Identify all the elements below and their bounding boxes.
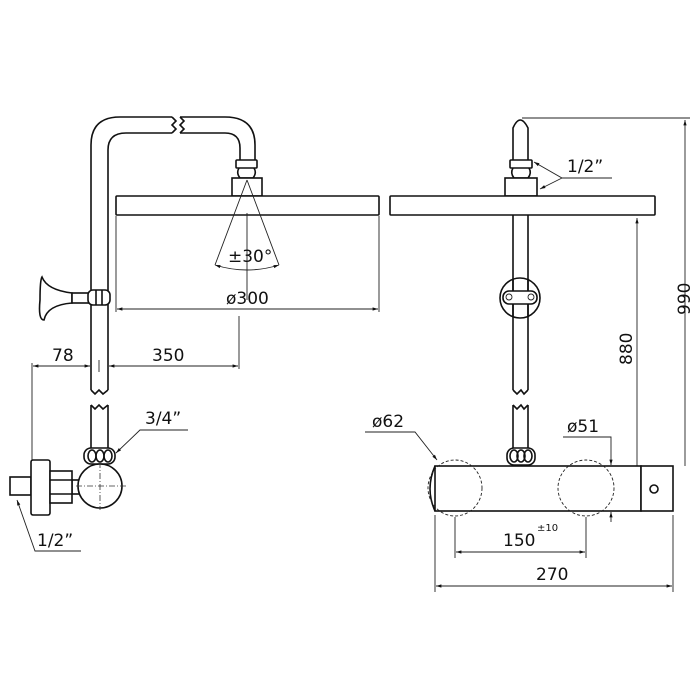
- head-diameter-dimension: ø300: [115, 216, 380, 312]
- inlet-connection-label: 1/2”: [37, 531, 73, 551]
- mixer-side-view: [9, 447, 126, 516]
- hand-shower-holder: [38, 275, 111, 321]
- knob-diameter-label: ø62: [372, 412, 404, 432]
- front-view: 1/2” 990 880 ø62 ø51: [365, 117, 695, 592]
- head-height-label: 880: [617, 333, 637, 365]
- head-connection-label: 1/2”: [567, 157, 603, 177]
- connection-callouts: 3/4” 1/2”: [16, 409, 188, 552]
- body-length-label: 270: [536, 565, 568, 585]
- head-diameter-label: ø300: [226, 289, 269, 309]
- mixer-front-view: [427, 447, 674, 517]
- shower-head-plate: [115, 195, 380, 216]
- reach-dimensions: 78 350: [31, 316, 240, 505]
- front-riser-pipe: [504, 119, 538, 450]
- height-dimensions: 990 880: [522, 117, 695, 466]
- inlet-tolerance-label: ±10: [537, 523, 558, 534]
- top-connection-label: 3/4”: [145, 409, 181, 429]
- head-connection-callout: 1/2”: [533, 157, 612, 190]
- wall-offset-label: 78: [52, 346, 74, 366]
- riser-pipe: [90, 116, 256, 450]
- arm-reach-label: 350: [152, 346, 184, 366]
- spray-angle-label: ±30°: [228, 247, 272, 267]
- left-side-view: ±30° ø300 78 350: [9, 116, 380, 552]
- body-diameter-label: ø51: [567, 417, 599, 437]
- width-dimensions: 150 ±10 270: [434, 515, 674, 592]
- inlet-spacing-label: 150: [503, 531, 535, 551]
- wall-bracket: [499, 277, 541, 319]
- total-height-label: 990: [675, 283, 695, 315]
- front-shower-head-plate: [389, 195, 656, 216]
- diameter-callouts: ø62 ø51: [365, 412, 613, 522]
- spray-angle-indicator: ±30°: [214, 179, 280, 300]
- shower-head-connector: [231, 159, 263, 197]
